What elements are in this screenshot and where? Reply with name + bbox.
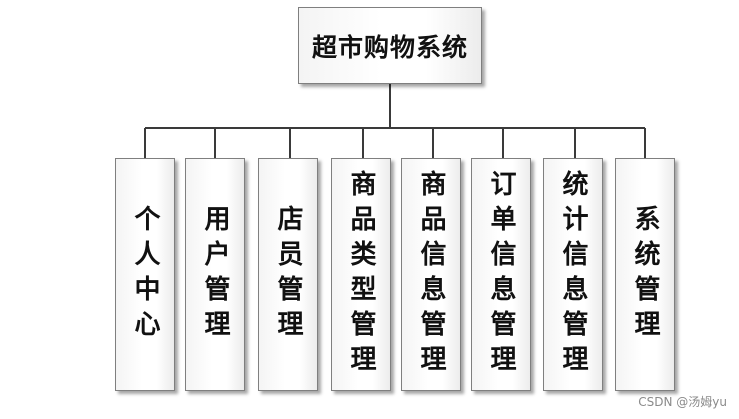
child-node-label: 店员管理 [273, 204, 303, 345]
child-node-label: 商品信息管理 [416, 169, 446, 380]
child-node-label: 系统管理 [630, 204, 660, 345]
child-node-product-type-management: 商品类型管理 [331, 158, 391, 391]
child-node-user-management: 用户管理 [185, 158, 245, 391]
child-node-statistics-management: 统计信息管理 [543, 158, 603, 391]
child-node-system-management: 系统管理 [615, 158, 675, 391]
child-node-clerk-management: 店员管理 [258, 158, 318, 391]
child-node-personal-center: 个人中心 [115, 158, 175, 391]
child-node-label: 用户管理 [200, 204, 230, 345]
watermark-text: CSDN @汤姆yu [638, 395, 727, 409]
child-node-label: 商品类型管理 [346, 169, 376, 380]
root-node: 超市购物系统 [298, 7, 482, 84]
child-node-label: 统计信息管理 [558, 169, 588, 380]
child-node-product-info-management: 商品信息管理 [401, 158, 461, 391]
child-node-order-info-management: 订单信息管理 [471, 158, 531, 391]
child-node-label: 个人中心 [130, 204, 160, 345]
child-node-label: 订单信息管理 [486, 169, 516, 380]
root-node-label: 超市购物系统 [311, 32, 468, 62]
